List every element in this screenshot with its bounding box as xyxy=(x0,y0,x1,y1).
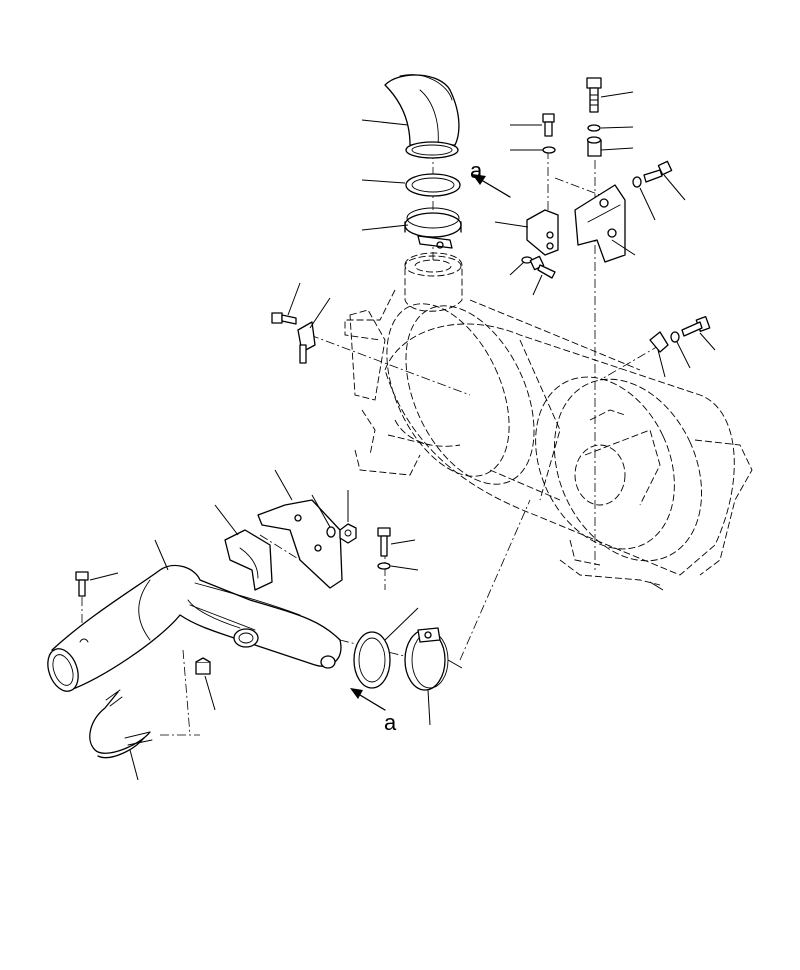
muffler-bracket-right xyxy=(574,184,626,263)
spacer-collar xyxy=(586,136,602,157)
muffler-bracket-left xyxy=(526,209,559,256)
bolt-left-side xyxy=(271,312,297,325)
bolt-right-side xyxy=(681,316,711,337)
u-bolt xyxy=(89,689,153,759)
view-label-bottom: a xyxy=(384,710,397,735)
clip-left xyxy=(297,321,316,364)
bracket-bolt-top xyxy=(586,77,602,113)
view-label-top: a xyxy=(470,158,483,183)
outlet-elbow-pipe xyxy=(384,74,460,159)
washer-icon xyxy=(326,526,336,538)
pipe-saddle-bracket xyxy=(224,529,273,591)
lower-bolt xyxy=(377,527,391,557)
dpf-muffler-phantom xyxy=(344,252,753,586)
view-arrow-bottom: a xyxy=(350,688,397,735)
tail-pipe xyxy=(47,564,342,692)
view-arrow-top: a xyxy=(470,158,511,198)
clip-right xyxy=(649,331,669,353)
bottom-v-band-clamp xyxy=(404,627,449,691)
top-gasket-ring xyxy=(405,173,461,197)
bracket-bolt-small xyxy=(542,113,555,137)
top-v-band-clamp xyxy=(404,207,462,249)
washer-icon xyxy=(377,562,391,570)
washer-icon xyxy=(632,176,642,188)
washer-icon xyxy=(542,146,556,154)
plug-icon xyxy=(195,657,211,675)
washer-icon xyxy=(587,124,601,132)
leader-lines xyxy=(89,91,716,781)
bracket-bolt-lower xyxy=(529,255,556,279)
lower-mount-bracket xyxy=(257,499,343,589)
bottom-gasket-ring xyxy=(353,631,391,689)
bracket-bolt-right xyxy=(643,160,673,183)
washer-icon xyxy=(670,331,680,343)
hex-nut-icon xyxy=(339,523,357,544)
tail-pipe-bolt xyxy=(75,571,89,597)
